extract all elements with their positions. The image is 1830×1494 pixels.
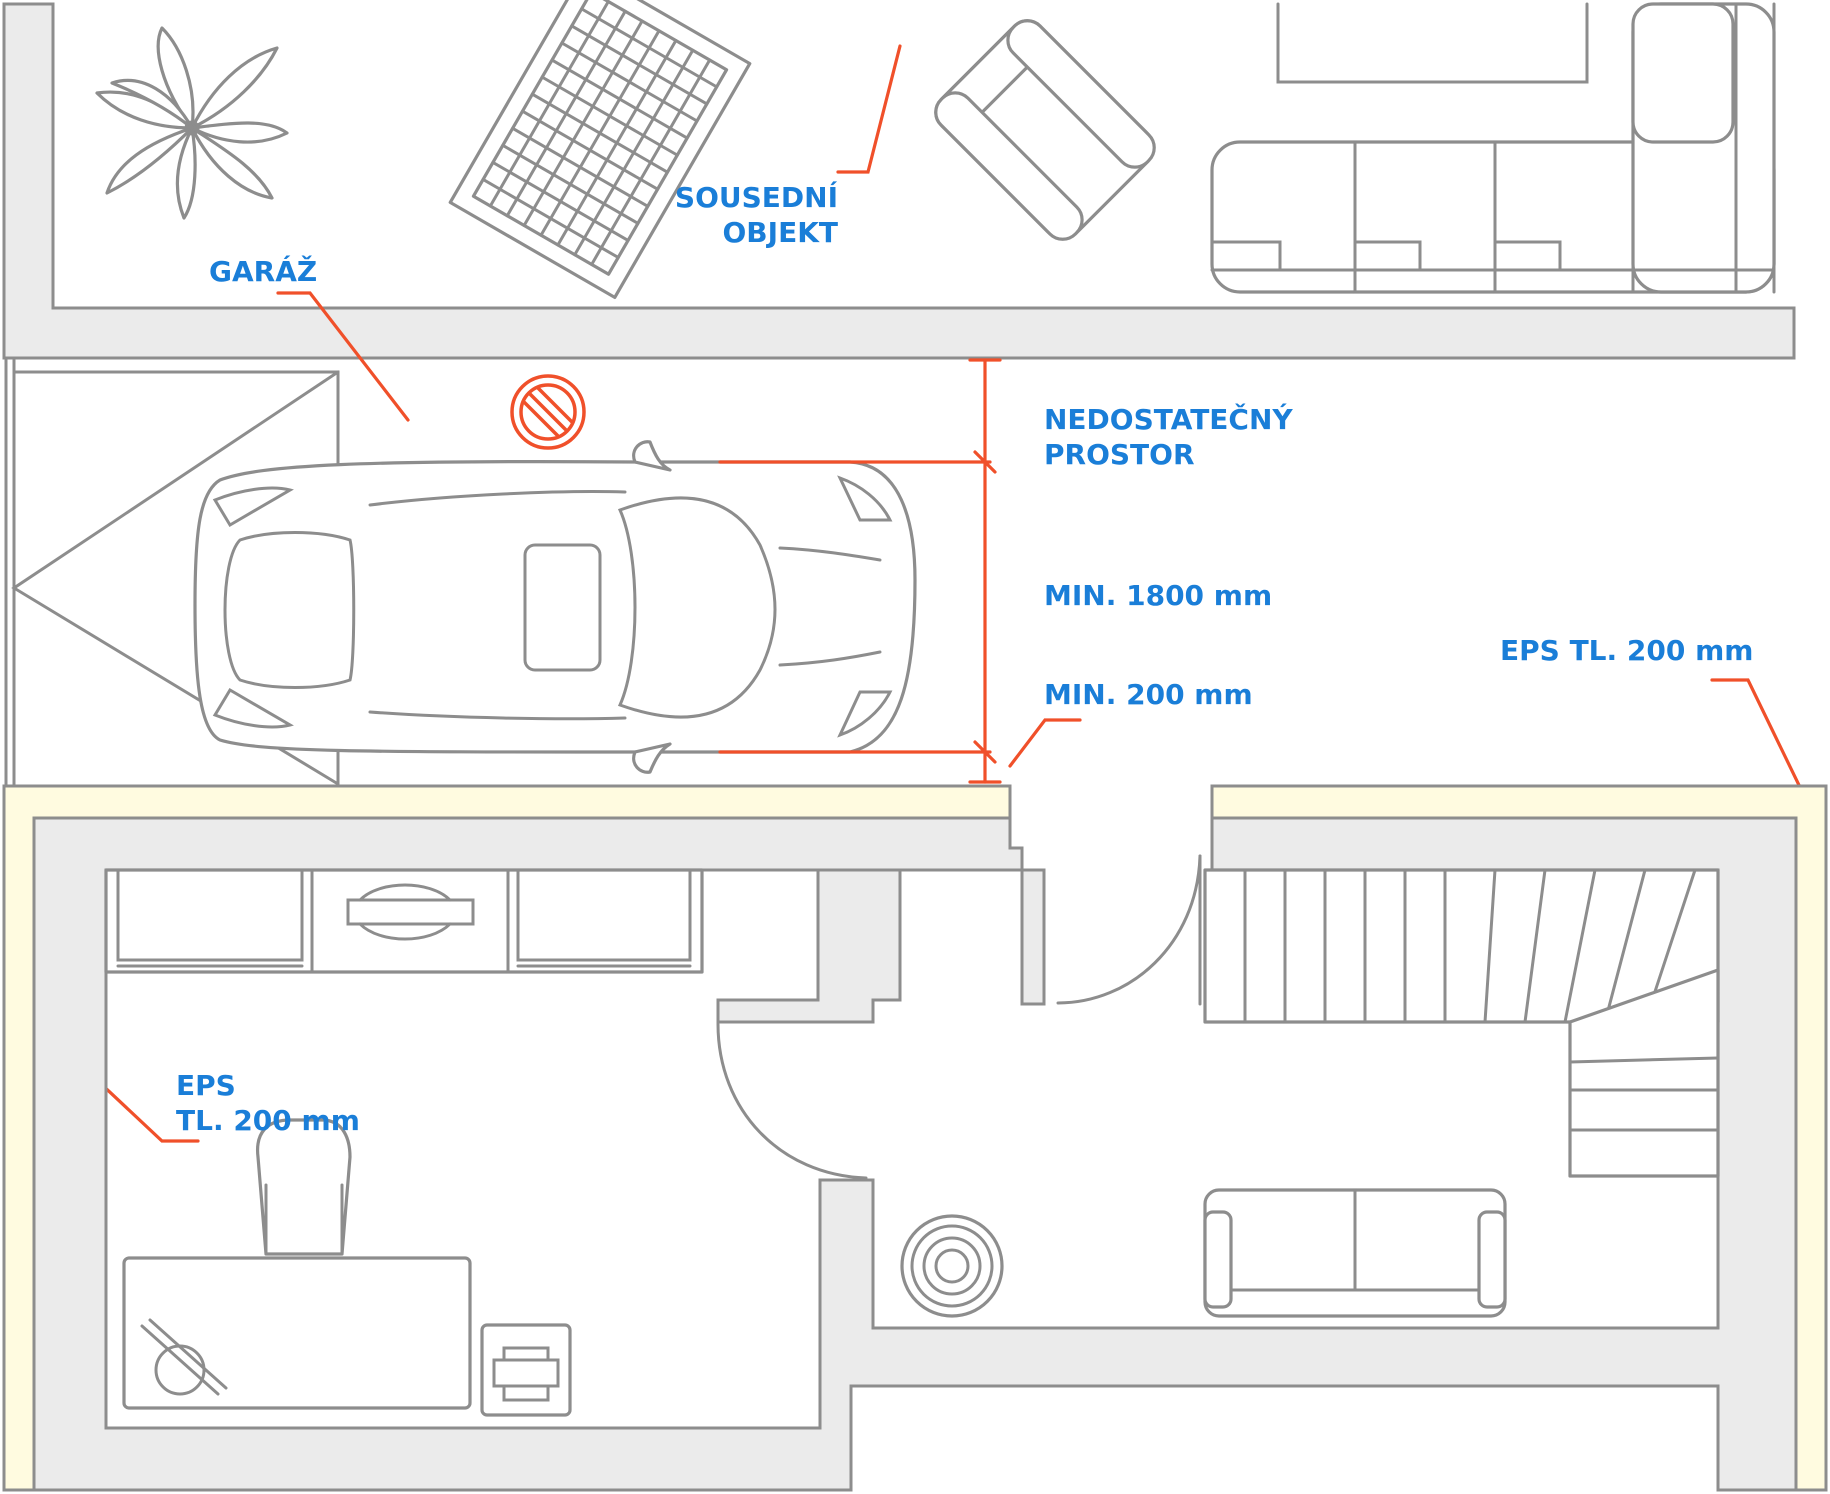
staircase-icon: [1203, 868, 1720, 1178]
insufficient-label-line1: NEDOSTATEČNÝ: [1044, 403, 1293, 436]
desk-icon: [122, 1256, 472, 1410]
garage-label: GARÁŽ: [209, 255, 318, 288]
insufficient-label-line2: PROSTOR: [1044, 438, 1195, 471]
door-swings: [716, 854, 1202, 1180]
prohibited-sign-icon: [510, 374, 586, 450]
kitchen-counter-icon: [104, 868, 704, 974]
office-chair-icon: [255, 1118, 352, 1256]
neighbour-label-line1: SOUSEDNÍ: [674, 181, 838, 214]
eps-left-label: EPS TL. 200 mm: [176, 1068, 360, 1138]
eps-left-line1: EPS: [176, 1069, 236, 1102]
potted-plant-icon: [900, 1214, 1004, 1318]
corner-sofa-icon: [1210, 2, 1776, 294]
plant-icon: [95, 26, 289, 220]
sofa-icon: [1203, 1188, 1507, 1318]
neighbour-building: [2, 2, 1796, 360]
rug-icon: [448, 0, 752, 300]
neighbour-label-line2: OBJEKT: [722, 216, 839, 249]
min-1800-label: MIN. 1800 mm: [1044, 579, 1273, 612]
neighbour-building-label: SOUSEDNÍ OBJEKT: [668, 180, 838, 250]
armchair-icon: [934, 19, 1156, 241]
insufficient-space-label: NEDOSTATEČNÝ PROSTOR: [1044, 402, 1293, 472]
eps-right-label: EPS TL. 200 mm: [1500, 634, 1754, 667]
eps-left-line2: TL. 200 mm: [176, 1104, 360, 1137]
printer-icon: [480, 1323, 572, 1417]
min-200-label: MIN. 200 mm: [1044, 678, 1253, 711]
dimension-lines: [718, 358, 1002, 784]
car-icon: [193, 440, 917, 774]
